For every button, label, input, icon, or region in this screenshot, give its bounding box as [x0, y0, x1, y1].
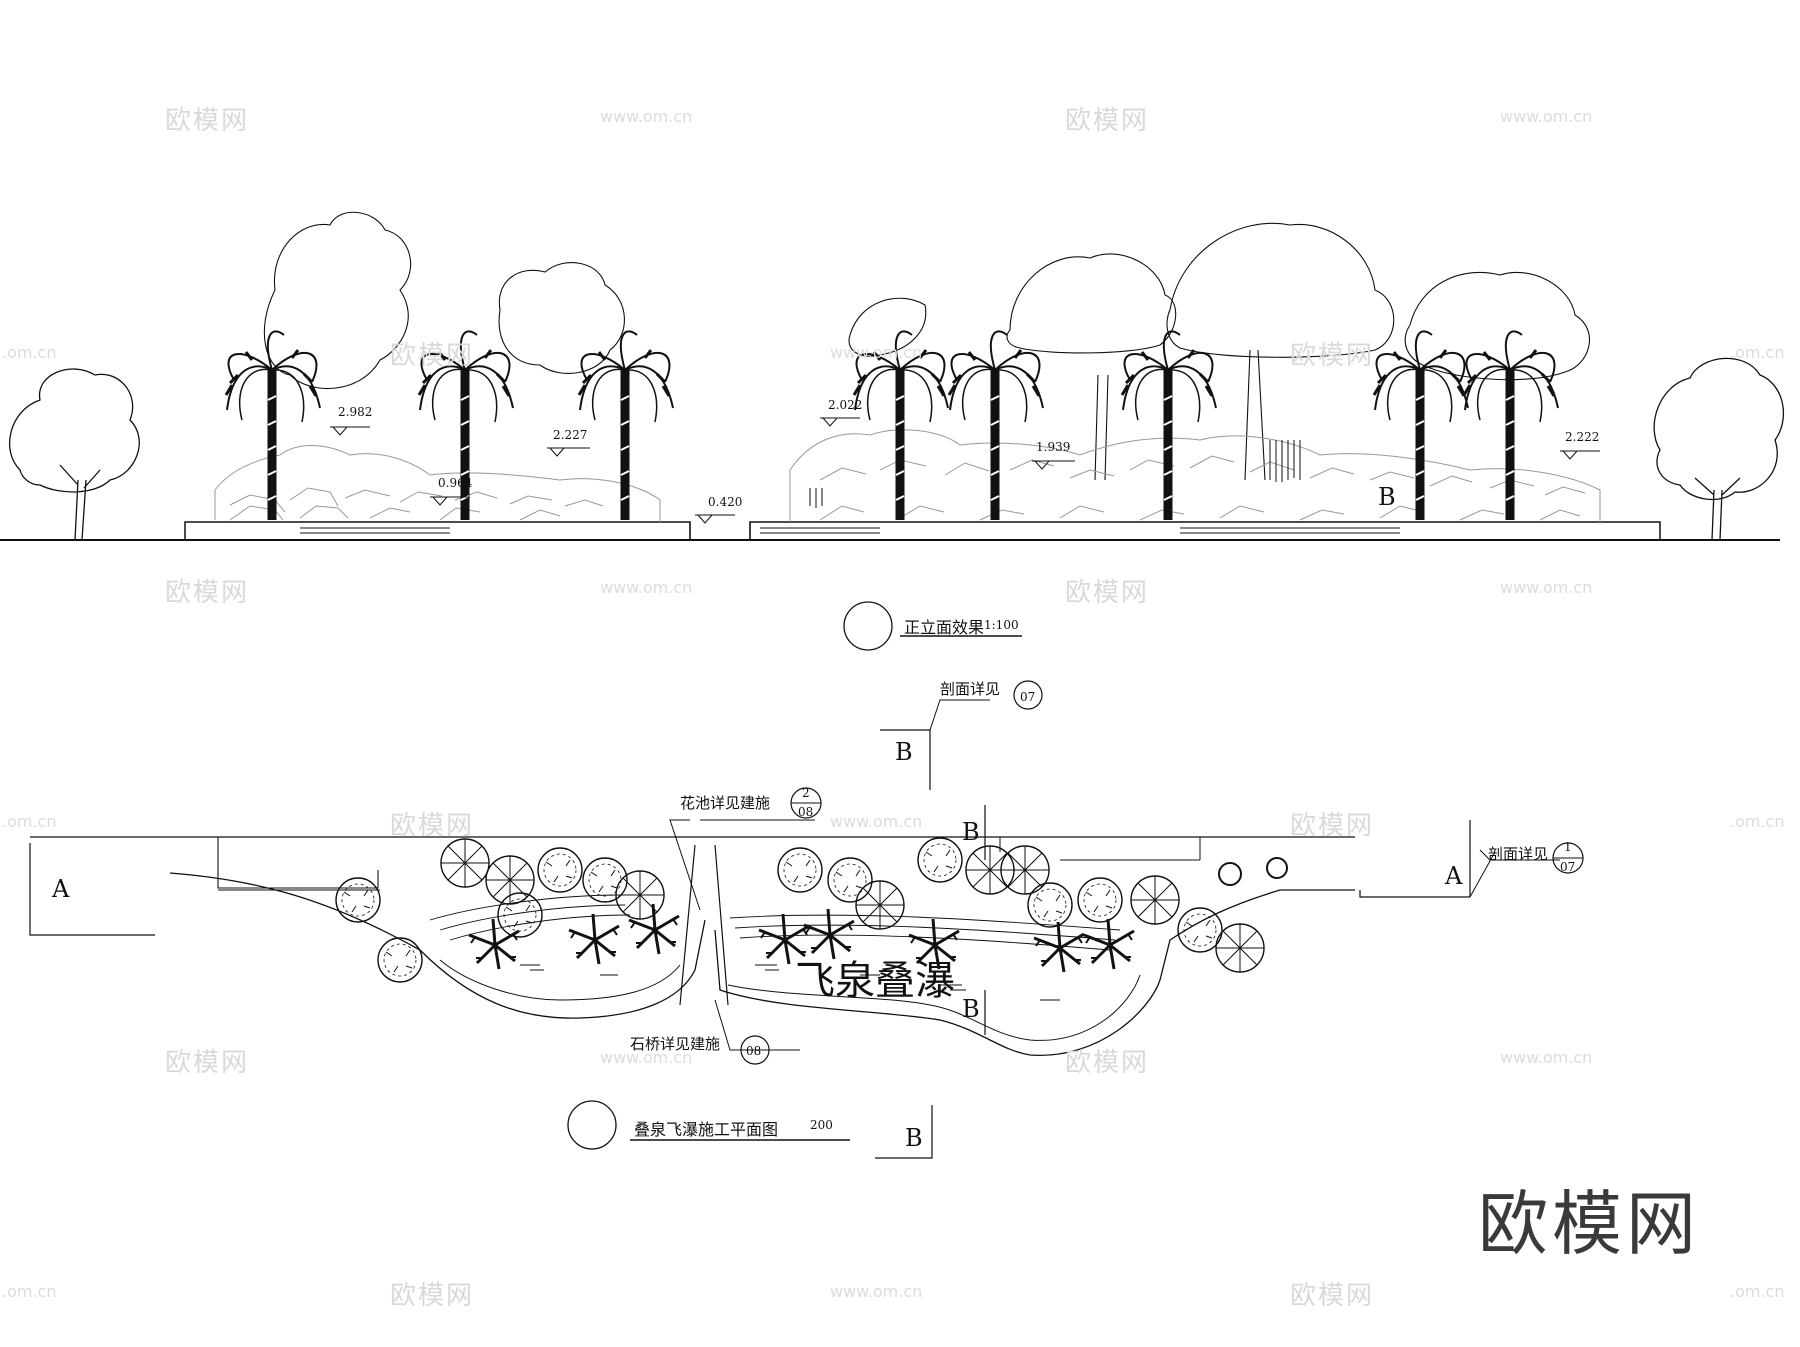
section-detail-ref: 07 — [1020, 690, 1036, 704]
plan-title: 叠泉飞瀑施工平面图 — [634, 1120, 779, 1139]
watermark-logo: 欧模网 — [1290, 341, 1375, 371]
elevation-level: 2.982 — [338, 405, 373, 419]
watermark-logo: 欧模网 — [165, 106, 250, 136]
elevation-scale: 1:100 — [984, 618, 1019, 632]
elevation-title: 正立面效果 — [904, 618, 985, 637]
stone-bridge-note: 石桥详见建施 — [630, 1035, 721, 1053]
watermark-url-edge: .om.cn — [1730, 1282, 1785, 1301]
watermark-logo: 欧模网 — [390, 1281, 475, 1311]
watermark-url: www.om.cn — [600, 107, 693, 126]
watermark-url-edge: .om.cn — [1730, 343, 1785, 362]
brand-logo: 欧模网 — [1478, 1183, 1700, 1265]
watermark-logo: 欧模网 — [165, 1048, 250, 1078]
section-mark-b: B — [962, 995, 980, 1023]
watermark-logo: 欧模网 — [1065, 1048, 1150, 1078]
watermark-url: www.om.cn — [830, 812, 923, 831]
flower-pool-ref-top: 2 — [802, 786, 810, 800]
section-detail-note: 剖面详见 — [1488, 845, 1549, 863]
watermark-url-edge: .om.cn — [1730, 812, 1785, 831]
watermark-url: www.om.cn — [1500, 1048, 1593, 1067]
watermark-url-edge: .om.cn — [2, 343, 57, 362]
plan-drawing — [29, 680, 1584, 1159]
section-mark-b: B — [895, 738, 913, 766]
elevation-level: 2.227 — [553, 428, 588, 442]
section-mark-a: A — [1445, 862, 1463, 890]
plan-scale: 200 — [810, 1118, 833, 1132]
watermark-url-edge: .om.cn — [2, 812, 57, 831]
watermark-logo: 欧模网 — [165, 578, 250, 608]
section-mark-a: A — [52, 875, 70, 903]
elevation-level: 2.022 — [828, 398, 863, 412]
elevation-level: 2.222 — [1565, 430, 1600, 444]
section-detail-ref-top: 1 — [1564, 840, 1572, 854]
elevation-drawing — [0, 211, 1785, 651]
section-mark-b: B — [905, 1124, 923, 1152]
elevation-level: 0.420 — [708, 495, 743, 509]
watermark-url: www.om.cn — [830, 1282, 923, 1301]
watermark-url: www.om.cn — [1500, 107, 1593, 126]
elevation-section-mark: B — [1378, 483, 1396, 511]
watermark-logo: 欧模网 — [1290, 811, 1375, 841]
section-detail-ref-bottom: 07 — [1560, 860, 1576, 874]
watermark-url: www.om.cn — [1500, 578, 1593, 597]
watermark-url: www.om.cn — [600, 1048, 693, 1067]
watermark-logo: 欧模网 — [390, 811, 475, 841]
watermark-url-edge: .om.cn — [2, 1282, 57, 1301]
section-detail-note: 剖面详见 — [940, 680, 1001, 698]
flower-pool-ref-bottom: 08 — [798, 805, 814, 819]
watermark-url: www.om.cn — [600, 578, 693, 597]
stone-bridge-ref: 08 — [746, 1044, 762, 1058]
watermark-logo: 欧模网 — [390, 341, 475, 371]
watermark-logo: 欧模网 — [1290, 1281, 1375, 1311]
watermark-logo: 欧模网 — [1065, 578, 1150, 608]
feature-name: 飞泉叠瀑 — [795, 958, 955, 1004]
elevation-level: 0.964 — [438, 476, 473, 490]
section-mark-b: B — [962, 818, 980, 846]
flower-pool-note: 花池详见建施 — [680, 794, 771, 812]
watermark-url: www.om.cn — [830, 343, 923, 362]
watermark-logo: 欧模网 — [1065, 106, 1150, 136]
elevation-level: 1.939 — [1036, 440, 1071, 454]
